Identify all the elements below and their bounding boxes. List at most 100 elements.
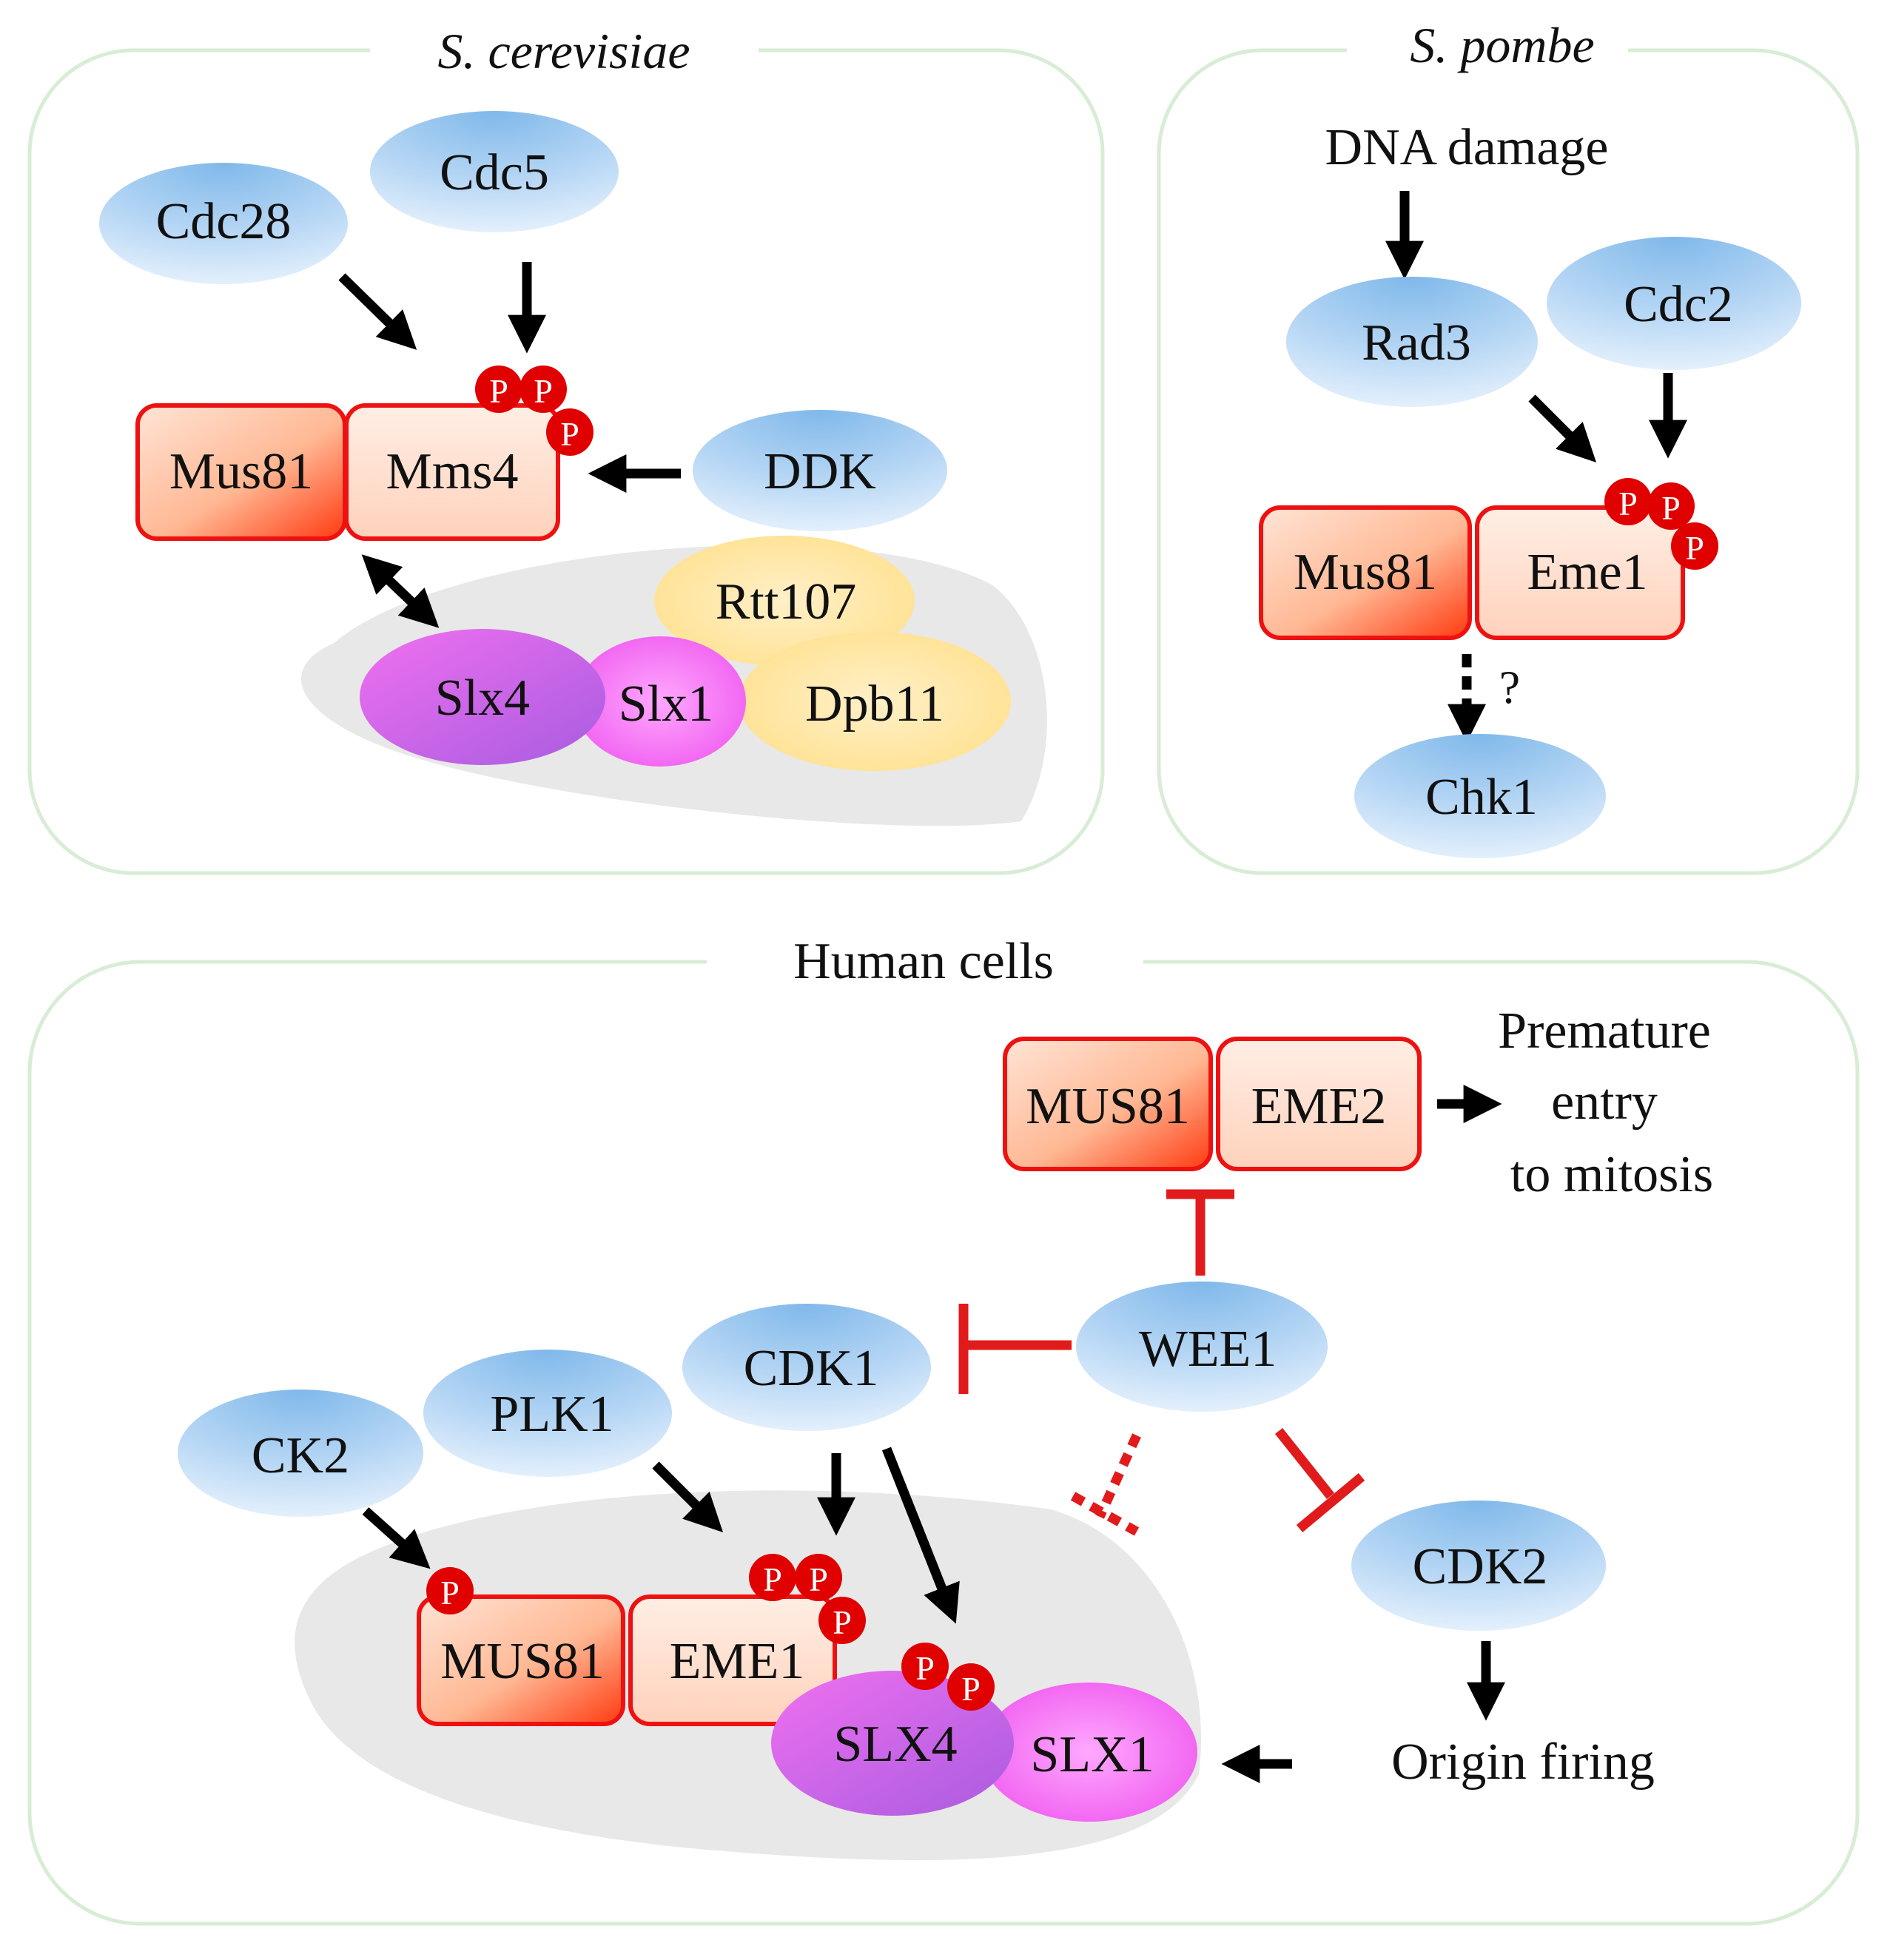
eme2-label: EME2 <box>1251 1078 1387 1135</box>
mms4-phospho-group: P P P <box>475 366 594 456</box>
phospho-badge-label: P <box>915 1649 935 1687</box>
cdk2-label: CDK2 <box>1413 1538 1548 1595</box>
human-slx1-protein <box>981 1683 1197 1822</box>
pombe-mus81-box <box>1259 505 1472 640</box>
mus81-eme1-mus81-box <box>417 1594 625 1726</box>
phospho-badge-label: P <box>961 1670 981 1708</box>
human-eme1-box <box>628 1594 837 1726</box>
inhibition-shaft <box>1095 1433 1141 1519</box>
eme1-box <box>1475 505 1685 640</box>
ck2-to-mus81-arrow <box>362 1507 431 1569</box>
cerevisiae-panel: S. cerevisiae Cdc28 Cdc5 DDK Mus81 Mms4 … <box>27 23 1105 875</box>
outcome-line-2: entry <box>1551 1074 1658 1131</box>
phospho-badge <box>520 366 567 413</box>
outcome-line-1: Premature <box>1498 1003 1711 1060</box>
cdk2-kinase <box>1351 1501 1606 1631</box>
mms4-label: Mms4 <box>386 443 519 500</box>
pombe-title: S. pombe <box>1410 17 1594 73</box>
phospho-badge <box>1647 482 1695 530</box>
phospho-badge-label: P <box>763 1560 782 1598</box>
ck2-label: CK2 <box>252 1427 349 1484</box>
rad3-label: Rad3 <box>1362 314 1471 371</box>
phospho-badge <box>947 1663 995 1711</box>
dpb11-label: Dpb11 <box>805 676 944 733</box>
cdc28-to-complex-arrow <box>338 273 417 350</box>
mus81-eme2-mus81-label: MUS81 <box>1026 1078 1190 1135</box>
cdk1-label: CDK1 <box>744 1340 879 1397</box>
wee1-kinase <box>1076 1282 1328 1412</box>
human-eme1-label: EME1 <box>670 1633 805 1690</box>
phospho-badge <box>901 1643 949 1690</box>
ddk-kinase <box>693 410 947 531</box>
pombe-mus81-label: Mus81 <box>1294 544 1437 601</box>
phospho-badge-label: P <box>489 372 508 410</box>
phospho-badge-label: P <box>1661 489 1681 527</box>
inhibition-shaft <box>1274 1427 1335 1500</box>
phospho-badge <box>818 1597 866 1644</box>
eme1-label: Eme1 <box>1527 544 1647 601</box>
cerevisiae-title: S. cerevisiae <box>437 23 690 79</box>
rad3-to-complex-arrow <box>1528 394 1597 463</box>
plk1-label: PLK1 <box>490 1386 613 1443</box>
phospho-badge-label: P <box>560 415 579 453</box>
cdk1-kinase <box>682 1304 931 1431</box>
phospho-badge <box>1671 522 1718 570</box>
dna-damage-label: DNA damage <box>1325 119 1609 176</box>
cdc2-kinase <box>1547 237 1801 370</box>
phospho-badge-label: P <box>534 372 553 410</box>
inhibition-bar <box>1296 1473 1365 1532</box>
outcome-line-3: to mitosis <box>1510 1146 1713 1203</box>
human-phospho-group: P P P P P P <box>426 1554 995 1711</box>
rtt107-label: Rtt107 <box>716 573 857 630</box>
complex-slx4-bidirectional-arrow <box>361 554 440 628</box>
human-slx1-label: SLX1 <box>1030 1726 1154 1783</box>
mms4-box <box>344 403 560 541</box>
cdc2-label: Cdc2 <box>1624 276 1733 333</box>
dpb11-protein <box>739 632 1011 771</box>
origin-firing-label: Origin firing <box>1391 1734 1655 1791</box>
human-title: Human cells <box>793 933 1054 990</box>
human-panel: Human cells MUS81 EME2 Premature entry t… <box>27 933 1860 1926</box>
mus81-eme1-mus81-label: MUS81 <box>440 1633 605 1690</box>
pombe-title-gap <box>1347 30 1628 74</box>
wee1-inhibits-cdk1 <box>958 1304 1072 1394</box>
phospho-badge <box>546 408 594 456</box>
eme1-phospho-group: P P P <box>1604 478 1718 570</box>
cdc28-label: Cdc28 <box>156 193 292 250</box>
phospho-badge-label: P <box>1685 529 1704 567</box>
phospho-badge-label: P <box>440 1574 460 1612</box>
wee1-dashed-inhibition <box>1070 1433 1141 1536</box>
cdc28-kinase <box>99 163 348 284</box>
phospho-badge <box>426 1567 474 1614</box>
phospho-badge <box>1604 478 1652 525</box>
human-title-gap <box>707 940 1143 984</box>
slx1-label: Slx1 <box>619 676 713 733</box>
phospho-badge <box>795 1554 842 1601</box>
plk1-kinase <box>423 1350 672 1477</box>
wee1-inhibits-cdk2 <box>1274 1427 1365 1532</box>
eme2-box <box>1216 1037 1422 1171</box>
ck2-kinase <box>178 1390 423 1517</box>
cerevisiae-title-gap <box>370 30 759 74</box>
slx4-protein <box>360 629 605 765</box>
cdk1-to-slx4-arrow <box>881 1447 960 1624</box>
phospho-badge <box>749 1554 796 1601</box>
slx1-protein <box>574 636 746 767</box>
human-slx4-protein <box>771 1671 1014 1816</box>
uncertain-mark: ? <box>1499 661 1520 713</box>
slx4-label: Slx4 <box>435 670 530 727</box>
cerevisiae-mus81-label: Mus81 <box>169 443 313 500</box>
ddk-label: DDK <box>764 443 876 500</box>
phospho-badge-label: P <box>833 1603 852 1641</box>
phospho-badge-label: P <box>809 1560 828 1598</box>
plk1-to-eme1-arrow <box>652 1461 724 1533</box>
phospho-badge-label: P <box>1618 485 1638 522</box>
mus81-eme2-mus81-box <box>1003 1037 1213 1171</box>
phospho-badge <box>475 366 522 413</box>
wee1-label: WEE1 <box>1139 1321 1277 1378</box>
cdc5-kinase <box>370 111 619 232</box>
human-slx4-label: SLX4 <box>833 1716 957 1773</box>
cdc5-label: Cdc5 <box>440 144 549 201</box>
rad3-kinase <box>1286 277 1538 407</box>
